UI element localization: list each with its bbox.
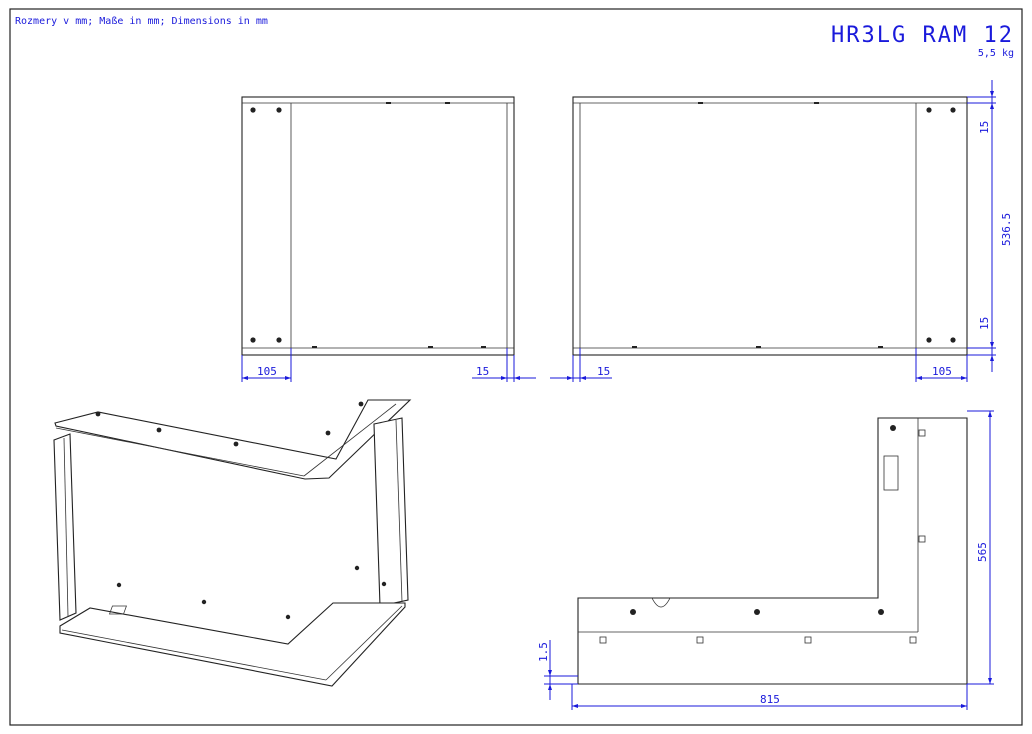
dim-plan-depth: 565 bbox=[976, 542, 989, 562]
isometric-view bbox=[53, 399, 412, 687]
dim-plan-thickness: 1.5 bbox=[537, 642, 550, 662]
units-note: Rozmery v mm; Maße in mm; Dimensions in … bbox=[15, 16, 268, 27]
dim-front-left-width: 105 bbox=[257, 365, 277, 378]
bolt-hole bbox=[926, 107, 932, 113]
plan-dimensions: 565 815 1.5 bbox=[537, 410, 994, 710]
plan-view-outline bbox=[577, 417, 968, 685]
bolt-hole bbox=[276, 107, 282, 113]
weight-label: 5,5 kg bbox=[978, 48, 1014, 59]
iso-right-post bbox=[373, 417, 409, 607]
side-view-outline bbox=[572, 96, 968, 356]
iso-bottom-frame bbox=[59, 602, 406, 687]
dim-plan-width: 815 bbox=[760, 693, 780, 706]
bolt-hole bbox=[250, 337, 256, 343]
side-bottom-dimensions: 15 105 bbox=[550, 348, 968, 382]
dim-height-middle: 536.5 bbox=[1000, 213, 1013, 246]
dim-side-left-flange: 15 bbox=[597, 365, 610, 378]
dim-height-top-flange: 15 bbox=[978, 121, 991, 134]
side-view bbox=[572, 96, 968, 356]
front-dimensions: 105 15 bbox=[241, 348, 536, 382]
front-view bbox=[241, 96, 515, 356]
bolt-hole bbox=[926, 337, 932, 343]
iso-top-rail bbox=[54, 399, 412, 480]
dim-side-right-width: 105 bbox=[932, 365, 952, 378]
front-view-outline bbox=[241, 96, 515, 356]
dim-front-right-flange: 15 bbox=[476, 365, 489, 378]
bolt-hole bbox=[950, 337, 956, 343]
sheet-border bbox=[9, 8, 1023, 726]
side-height-dimensions: 15 536.5 15 bbox=[967, 80, 1013, 372]
bolt-hole bbox=[950, 107, 956, 113]
drawing-title: HR3LG RAM 12 bbox=[831, 23, 1014, 48]
bolt-hole bbox=[250, 107, 256, 113]
plan-view bbox=[577, 417, 968, 685]
bolt-hole bbox=[276, 337, 282, 343]
plan-cutout bbox=[883, 455, 899, 491]
dim-height-bottom-flange: 15 bbox=[978, 317, 991, 330]
iso-left-post bbox=[53, 433, 77, 621]
